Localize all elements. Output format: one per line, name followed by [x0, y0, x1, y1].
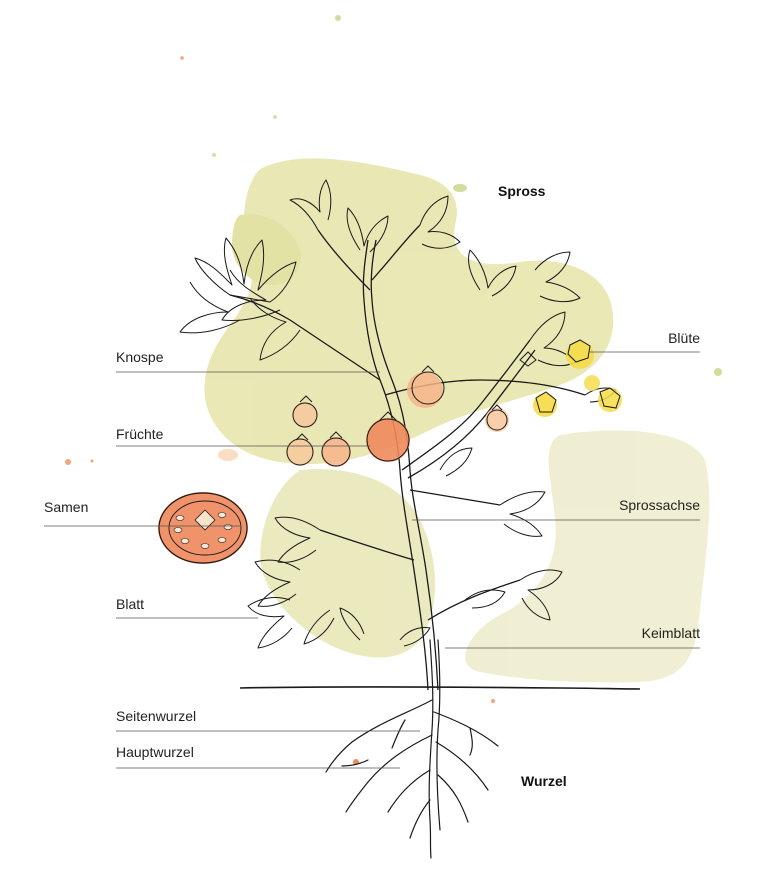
label-lateral-root: Seitenwurzel	[116, 708, 197, 724]
root-system	[325, 639, 499, 859]
label-main-root: Hauptwurzel	[116, 744, 194, 760]
label-fruits: Früchte	[116, 426, 164, 442]
label-flower: Blüte	[668, 330, 700, 346]
label-cotyledon: Keimblatt	[641, 625, 700, 641]
fruits	[286, 365, 509, 467]
leaves	[179, 179, 617, 649]
label-bud: Knospe	[116, 349, 164, 365]
label-leaf: Blatt	[116, 596, 145, 612]
leader-lines	[44, 351, 700, 769]
label-stem: Sprossachse	[619, 497, 700, 513]
soil-line	[239, 686, 641, 690]
cut-tomato	[158, 492, 248, 564]
orange-splash	[65, 56, 495, 765]
root-heading: Wurzel	[521, 773, 567, 789]
shoot-heading: Spross	[498, 183, 546, 199]
watercolor-wash	[204, 15, 722, 683]
flowers	[519, 339, 622, 417]
label-seeds: Samen	[44, 499, 89, 515]
